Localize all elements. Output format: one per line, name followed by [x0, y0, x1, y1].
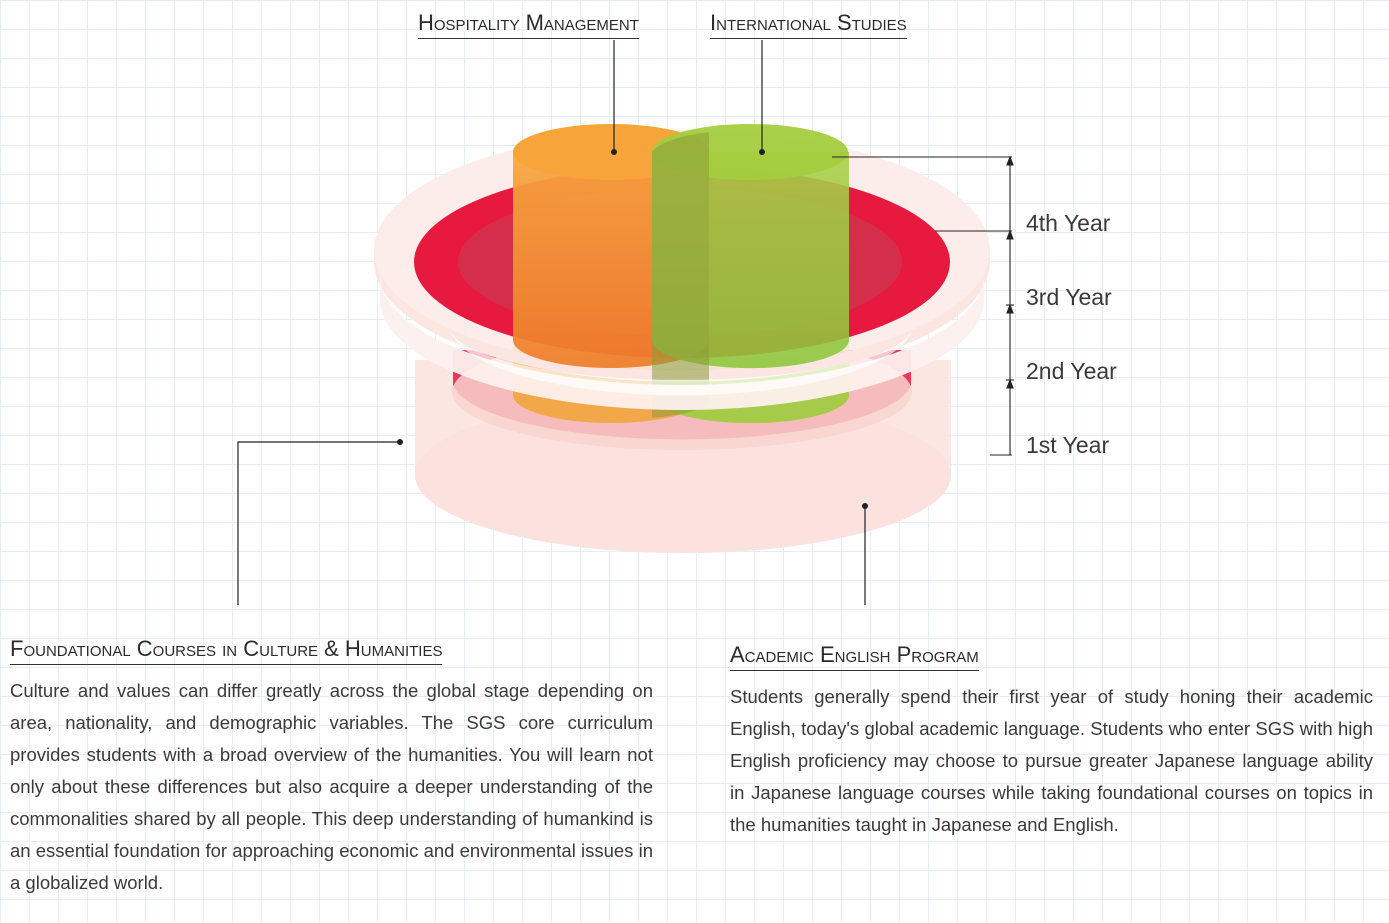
year-scale [832, 155, 1014, 456]
foundational-body: Culture and values can differ greatly ac… [10, 680, 653, 893]
international-heading: International Studies [710, 12, 907, 39]
hospitality-leader [611, 40, 617, 155]
english-leader [862, 503, 868, 605]
year-label-1st: 1st Year [1026, 432, 1109, 458]
foundational-heading: Foundational Courses in Culture & Humani… [10, 638, 443, 665]
year-label-4th: 4th Year [1026, 210, 1111, 236]
international-leader [759, 40, 765, 155]
english-body: Students generally spend their first yea… [730, 686, 1373, 835]
foundational-leader [237, 439, 403, 605]
year-label-3rd: 3rd Year [1026, 284, 1112, 310]
english-heading: Academic English Program [730, 644, 979, 671]
hospitality-heading: Hospitality Management [418, 12, 639, 39]
year-label-2nd: 2nd Year [1026, 358, 1117, 384]
cylinder-overlap [652, 132, 709, 418]
